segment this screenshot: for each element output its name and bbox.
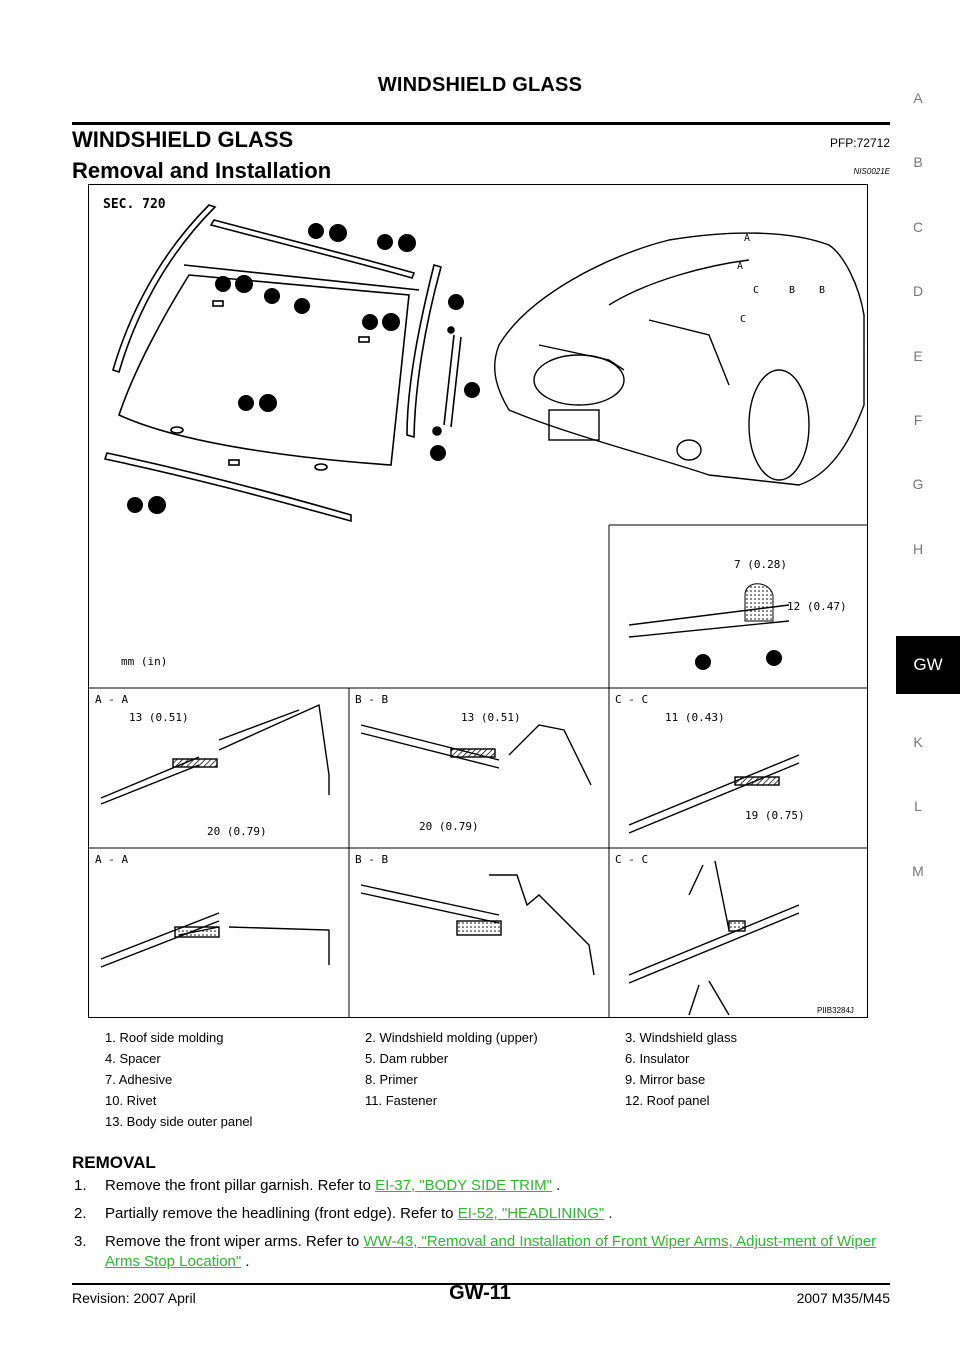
exploded-view: [103, 204, 462, 523]
parts-legend: 1. Roof side molding 2. Windshield moldi…: [105, 1031, 885, 1129]
dim-label: 13 (0.51): [129, 711, 189, 724]
cross-sections: [100, 703, 800, 1016]
step-item: 2. Partially remove the headlining (fron…: [72, 1204, 892, 1224]
dim-label: 20 (0.79): [207, 825, 267, 838]
dim-label: 12 (0.47): [787, 600, 847, 613]
step-suffix: .: [551, 1177, 561, 1194]
active-section-tab[interactable]: GW: [896, 636, 960, 694]
car-section-label-b: B: [819, 285, 825, 296]
header-rule: [72, 122, 890, 125]
step-number: 2.: [74, 1205, 87, 1222]
legend-item: 1. Roof side molding: [105, 1030, 224, 1045]
section-title: WINDSHIELD GLASS: [72, 127, 294, 152]
diagram-svg: A A C C B B: [89, 197, 867, 1017]
index-letter[interactable]: C: [912, 218, 924, 235]
removal-steps: 1. Remove the front pillar garnish. Refe…: [72, 1176, 892, 1280]
section-label-cc: C - C: [615, 693, 648, 706]
dim-label: 19 (0.75): [745, 809, 805, 822]
car-section-label-a: A: [744, 233, 750, 244]
legend-item: 3. Windshield glass: [625, 1030, 737, 1045]
legend-item: 11. Fastener: [365, 1093, 438, 1108]
step-text: Remove the front pillar garnish. Refer t…: [105, 1177, 371, 1194]
reference-link[interactable]: WW-43, "Removal and Installation of Fron…: [105, 1233, 877, 1270]
legend-item: 12. Roof panel: [625, 1093, 710, 1108]
car-section-label-b: B: [789, 285, 795, 296]
dim-label: 11 (0.43): [665, 711, 725, 724]
legend-item: 8. Primer: [365, 1072, 418, 1087]
pfp-code: PFP:72712: [829, 136, 890, 150]
step-item: 1. Remove the front pillar garnish. Refe…: [72, 1176, 892, 1196]
step-text: Partially remove the headlining (front e…: [105, 1205, 454, 1222]
unit-label: mm (in): [121, 655, 167, 668]
revision-text: Revision: 2007 April: [72, 1290, 196, 1306]
step-suffix: .: [241, 1253, 250, 1270]
model-text: 2007 M35/M45: [796, 1290, 890, 1306]
reference-link[interactable]: EI-37, "BODY SIDE TRIM": [375, 1177, 552, 1194]
car-illustration: [494, 232, 865, 486]
index-letter[interactable]: A: [913, 90, 923, 106]
car-section-label-c: C: [753, 285, 759, 296]
legend-item: 4. Spacer: [105, 1051, 161, 1066]
callout-markers: [127, 223, 480, 514]
step-suffix: .: [604, 1205, 613, 1222]
legend-item: 2. Windshield molding (upper): [365, 1030, 538, 1045]
running-header: WINDSHIELD GLASS: [377, 74, 583, 96]
index-letter[interactable]: E: [913, 347, 923, 364]
section-label-bb: B - B: [355, 853, 388, 866]
index-letter[interactable]: B: [913, 154, 923, 171]
side-index: A B C D E F G H J K L M: [904, 88, 932, 925]
index-letter[interactable]: F: [913, 411, 923, 428]
index-letter[interactable]: H: [912, 540, 924, 557]
section-label-bb: B - B: [355, 693, 388, 706]
legend-item: 10. Rivet: [105, 1093, 157, 1108]
reference-link[interactable]: EI-52, "HEADLINING": [457, 1205, 605, 1222]
section-label-cc: C - C: [615, 853, 648, 866]
figure-id: PIIB3284J: [817, 1006, 854, 1015]
legend-item: 9. Mirror base: [625, 1072, 706, 1087]
subsection-title: Removal and Installation: [72, 158, 332, 183]
sec-label: SEC. 720: [103, 197, 166, 212]
dim-label: 13 (0.51): [461, 711, 521, 724]
car-section-label-a: A: [737, 261, 743, 272]
car-section-label-c: C: [740, 314, 746, 325]
removal-heading: REMOVAL: [72, 1153, 156, 1172]
legend-item: 6. Insulator: [625, 1051, 690, 1066]
step-text: Remove the front wiper arms. Refer to: [105, 1233, 360, 1250]
windshield-diagram: A A C C B B: [88, 184, 868, 1018]
legend-item: 5. Dam rubber: [365, 1051, 449, 1066]
legend-item: 7. Adhesive: [105, 1072, 173, 1087]
index-letter[interactable]: L: [914, 798, 922, 815]
step-number: 3.: [74, 1233, 87, 1250]
index-letter[interactable]: G: [912, 476, 924, 493]
page-number: GW-11: [449, 1282, 511, 1304]
index-letter[interactable]: K: [913, 733, 923, 750]
index-letter[interactable]: D: [912, 283, 924, 300]
section-label-aa: A - A: [95, 853, 128, 866]
section-label-aa: A - A: [95, 693, 128, 706]
nis-code: NIS0021E: [853, 167, 890, 176]
index-letter[interactable]: M: [912, 862, 924, 879]
dim-label: 7 (0.28): [734, 558, 787, 571]
adhesive-detail: [628, 583, 790, 670]
legend-item: 13. Body side outer panel: [105, 1114, 253, 1129]
step-number: 1.: [74, 1177, 87, 1194]
dim-label: 20 (0.79): [419, 820, 479, 833]
footer-rule: [72, 1283, 890, 1285]
step-item: 3. Remove the front wiper arms. Refer to…: [72, 1232, 892, 1272]
